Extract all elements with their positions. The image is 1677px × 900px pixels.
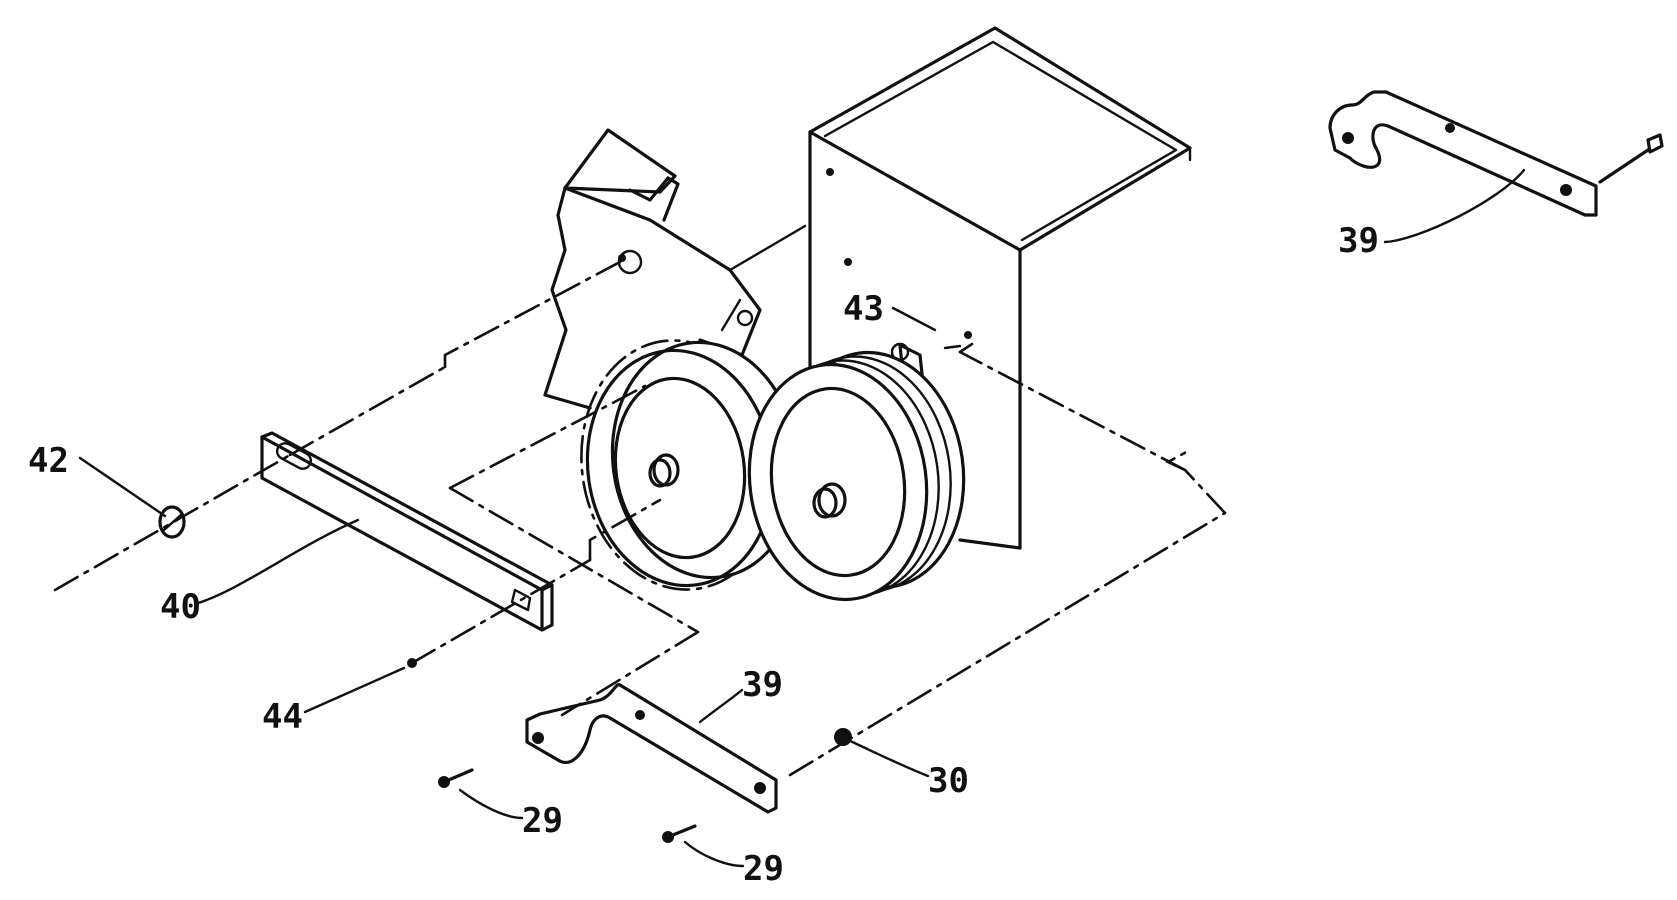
right-pulley [747, 350, 966, 602]
left-pulley [585, 340, 800, 588]
callout-43: 43 [843, 289, 884, 329]
part-40-bar [260, 431, 554, 632]
part-39-bracket-bottom [525, 683, 778, 814]
center-lines [53, 260, 1227, 777]
callout-39-top: 39 [1338, 221, 1379, 261]
callout-44: 44 [262, 697, 303, 737]
mounting-plate [543, 128, 807, 410]
callout-39-bottom: 39 [742, 665, 783, 705]
leader-lines [78, 168, 1526, 868]
hardware [158, 133, 1664, 843]
callout-29-right: 29 [743, 849, 784, 889]
callout-42: 42 [28, 441, 69, 481]
callout-40: 40 [160, 587, 201, 627]
callout-labels: 39 43 42 40 44 39 30 29 29 [28, 221, 1379, 889]
callout-30: 30 [928, 761, 969, 801]
part-39-bracket-top [1328, 90, 1598, 217]
callout-29-left: 29 [522, 801, 563, 841]
